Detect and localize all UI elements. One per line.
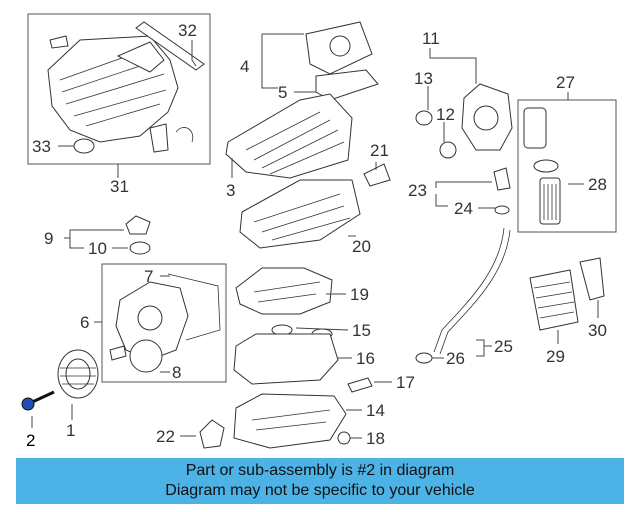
- callout-30: 30: [588, 321, 607, 340]
- callout-5: 5: [278, 83, 287, 102]
- callout-12: 12: [436, 105, 455, 124]
- bolt-2-drawing: [21, 390, 55, 411]
- oil-filter-drawing: [523, 107, 561, 225]
- callout-3: 3: [226, 181, 235, 200]
- callout-13: 13: [414, 69, 433, 88]
- callout-20: 20: [352, 237, 371, 256]
- callout-27: 27: [556, 73, 575, 92]
- timing-cover-drawing: [109, 273, 221, 373]
- callout-26: 26: [446, 349, 465, 368]
- banner-line-2: Diagram may not be specific to your vehi…: [165, 482, 475, 499]
- callout-21: 21: [370, 141, 389, 160]
- timing-cover-box: [101, 263, 227, 383]
- banner-line-1: Part or sub-assembly is #2 in diagram: [185, 462, 455, 479]
- oil-filter-box: [517, 99, 617, 233]
- callout-11: 11: [422, 29, 440, 48]
- callout-19: 19: [350, 285, 369, 304]
- callout-23: 23: [408, 181, 427, 200]
- crank-pulley-drawing: [57, 349, 99, 399]
- oil-pan-drawing: [233, 267, 373, 449]
- callout-22: 22: [156, 427, 175, 446]
- callout-32: 32: [178, 21, 197, 40]
- callout-numbers: 32 33 31 4 5 3 21 20 9 10 7 6 8 19 15 16…: [26, 21, 607, 450]
- callout-24: 24: [454, 199, 473, 218]
- callout-15: 15: [352, 321, 371, 340]
- callout-2: 2: [26, 431, 35, 450]
- callout-7: 7: [144, 267, 153, 286]
- intake-manifold-drawing: [47, 21, 205, 154]
- oil-cooler-drawing: [529, 257, 605, 331]
- callout-8: 8: [172, 363, 181, 382]
- callout-1: 1: [66, 421, 75, 440]
- callout-33: 33: [32, 137, 51, 156]
- callout-29: 29: [546, 347, 565, 366]
- callout-6: 6: [80, 313, 89, 332]
- valve-cover-drawing: [225, 21, 391, 249]
- callout-10: 10: [88, 239, 107, 258]
- callout-28: 28: [588, 175, 607, 194]
- callout-14: 14: [366, 401, 385, 420]
- callout-31: 31: [110, 177, 129, 196]
- callout-16: 16: [356, 349, 375, 368]
- intake-manifold-box: [27, 13, 211, 165]
- leader-lines: [31, 33, 599, 439]
- small-parts-left: [125, 215, 225, 449]
- callout-4: 4: [240, 57, 249, 76]
- info-banner: Part or sub-assembly is #2 in diagram Di…: [16, 458, 624, 504]
- callout-25: 25: [494, 337, 513, 356]
- timing-cover-right-drawing: [415, 83, 513, 364]
- callout-17: 17: [396, 373, 415, 392]
- callout-9: 9: [44, 229, 53, 248]
- callout-18: 18: [366, 429, 385, 448]
